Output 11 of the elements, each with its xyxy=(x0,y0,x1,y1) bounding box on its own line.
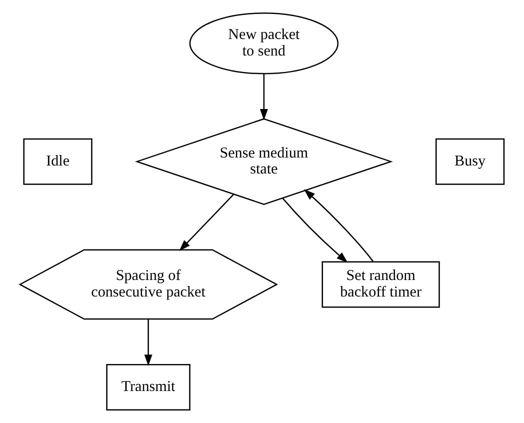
node-diamond: Sense medium state xyxy=(135,118,393,205)
node-box: Busy xyxy=(435,138,505,185)
arrow xyxy=(179,194,234,252)
node-box: Set random backoff timer xyxy=(322,261,440,308)
arrow xyxy=(282,198,348,263)
node-ellipse: New packet to send xyxy=(189,12,339,74)
node-box: Idle xyxy=(23,138,92,185)
node-box: Transmit xyxy=(106,364,190,410)
arrow xyxy=(144,319,152,366)
arrow xyxy=(260,74,268,120)
arrow xyxy=(304,189,374,262)
